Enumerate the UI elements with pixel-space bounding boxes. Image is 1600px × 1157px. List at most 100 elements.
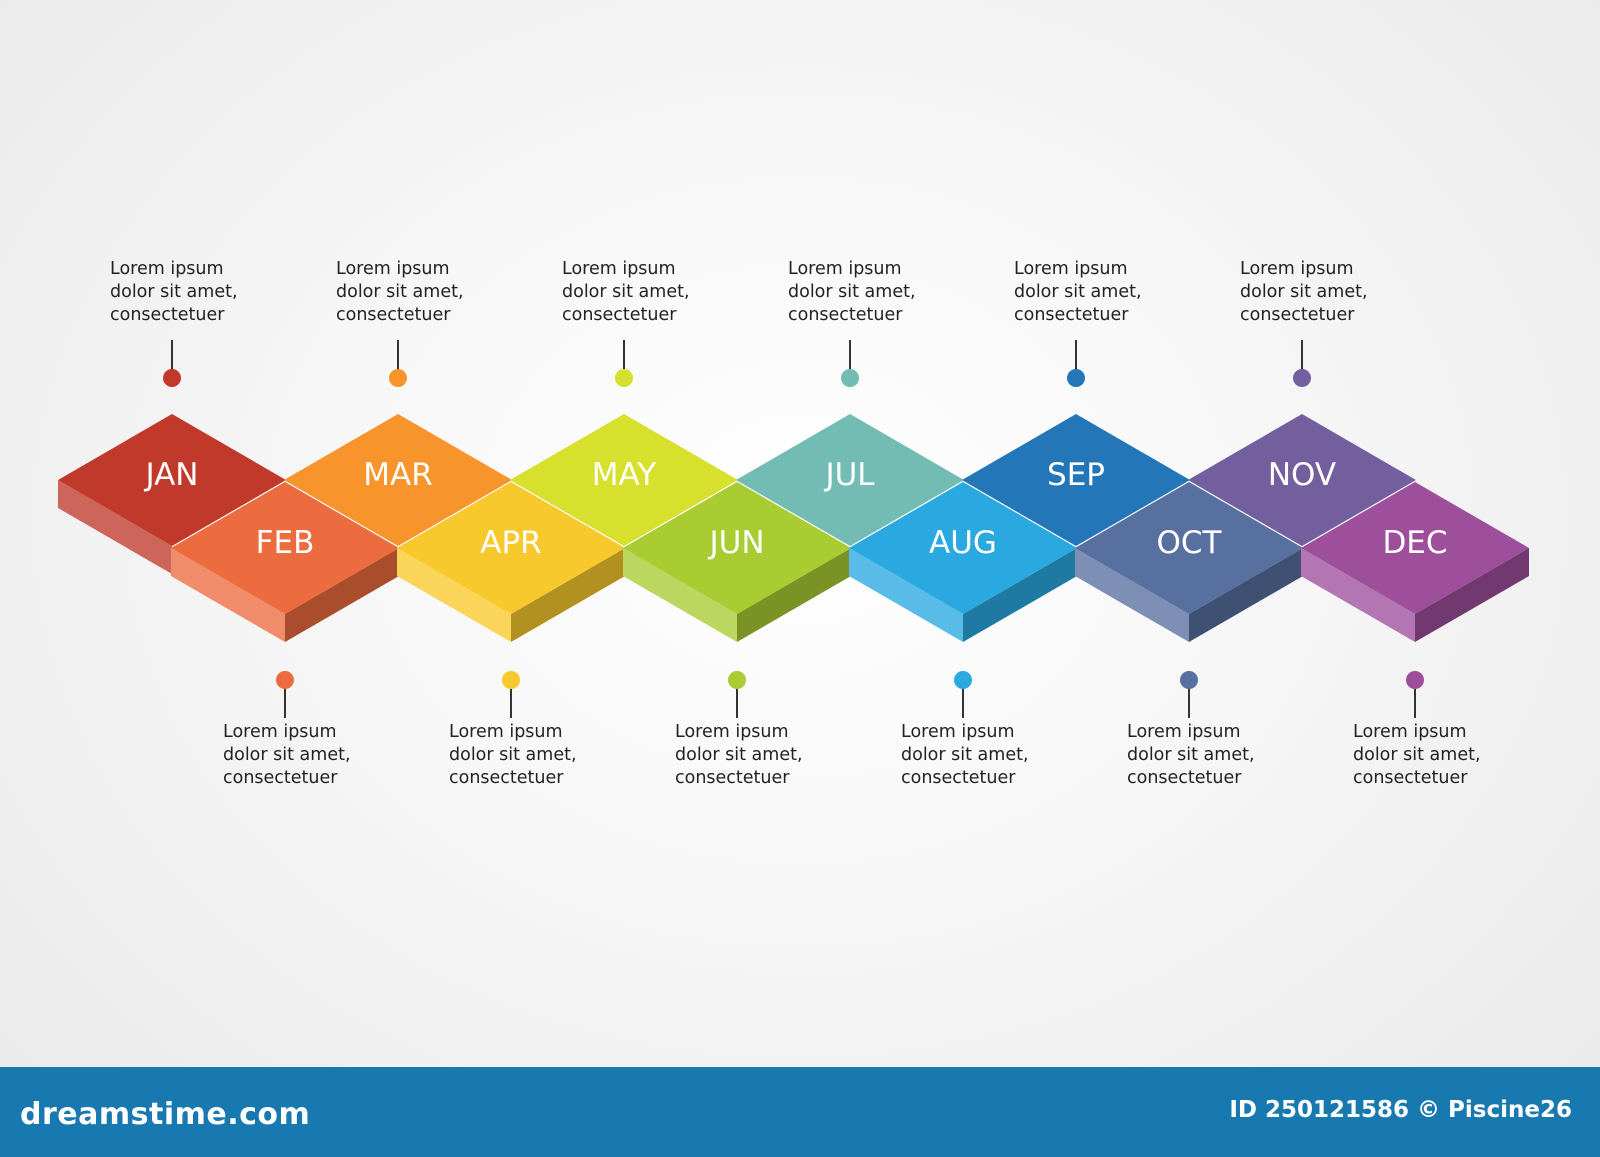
month-description-nov: Lorem ipsum dolor sit amet, consectetuer <box>1240 258 1430 327</box>
month-tile-dec <box>1301 482 1529 614</box>
month-pin-jun <box>728 671 746 718</box>
month-description-sep: Lorem ipsum dolor sit amet, consectetuer <box>1014 258 1204 327</box>
description-line: dolor sit amet, <box>1127 745 1255 765</box>
description-line: consectetuer <box>110 305 225 325</box>
description-line: Lorem ipsum <box>110 259 224 279</box>
month-side-left-feb <box>171 548 285 642</box>
month-label-oct: OCT <box>1157 525 1223 561</box>
month-block-jan: JAN <box>58 414 286 574</box>
month-side-right-aug <box>963 548 1077 642</box>
description-line: consectetuer <box>1240 305 1355 325</box>
description-line: Lorem ipsum <box>1127 722 1241 742</box>
description-line: consectetuer <box>562 305 677 325</box>
month-pin-aug <box>954 671 972 718</box>
description-line: dolor sit amet, <box>675 745 803 765</box>
description-line: Lorem ipsum <box>675 722 789 742</box>
month-pin-oct <box>1180 671 1198 718</box>
month-block-may: MAY <box>510 414 738 546</box>
month-label-aug: AUG <box>929 525 997 561</box>
month-side-left-apr <box>397 548 511 642</box>
month-side-right-jun <box>737 548 851 642</box>
month-side-left-oct <box>1075 548 1189 642</box>
month-side-right-oct <box>1189 548 1303 642</box>
month-tile-mar <box>284 414 512 546</box>
description-line: Lorem ipsum <box>901 722 1015 742</box>
description-line: consectetuer <box>1353 768 1468 788</box>
description-line: consectetuer <box>788 305 903 325</box>
description-line: dolor sit amet, <box>1353 745 1481 765</box>
description-line: dolor sit amet, <box>223 745 351 765</box>
month-block-nov: NOV <box>1188 414 1416 546</box>
month-pin-jan <box>163 340 181 387</box>
month-label-dec: DEC <box>1382 525 1447 561</box>
month-label-mar: MAR <box>363 457 433 493</box>
description-line: Lorem ipsum <box>449 722 563 742</box>
month-label-apr: APR <box>480 525 541 561</box>
month-tile-jul <box>736 414 964 546</box>
month-description-dec: Lorem ipsum dolor sit amet, consectetuer <box>1353 721 1543 790</box>
month-side-right-dec <box>1415 548 1529 642</box>
month-label-jun: JUN <box>707 525 764 561</box>
description-line: dolor sit amet, <box>562 282 690 302</box>
month-description-feb: Lorem ipsum dolor sit amet, consectetuer <box>223 721 413 790</box>
month-block-oct: OCT <box>1075 482 1303 642</box>
brand-logo: dreamstime.com <box>20 1097 311 1132</box>
month-label-may: MAY <box>592 457 657 493</box>
month-side-right-feb <box>285 548 399 642</box>
month-tile-sep <box>962 414 1190 546</box>
month-description-aug: Lorem ipsum dolor sit amet, consectetuer <box>901 721 1091 790</box>
description-line: Lorem ipsum <box>1240 259 1354 279</box>
month-side-left-jan <box>58 480 172 574</box>
month-side-left-aug <box>849 548 963 642</box>
month-pin-jul <box>841 340 859 387</box>
description-line: dolor sit amet, <box>788 282 916 302</box>
month-block-sep: SEP <box>962 414 1190 546</box>
month-tile-jan <box>58 414 286 546</box>
month-side-left-dec <box>1301 548 1415 642</box>
month-side-left-jun <box>623 548 737 642</box>
month-block-apr: APR <box>397 482 625 642</box>
month-pin-nov <box>1293 340 1311 387</box>
month-label-nov: NOV <box>1268 457 1336 493</box>
description-line: Lorem ipsum <box>223 722 337 742</box>
month-pin-dec <box>1406 671 1424 718</box>
month-label-feb: FEB <box>256 525 315 561</box>
month-block-jul: JUL <box>736 414 964 546</box>
description-line: consectetuer <box>1014 305 1129 325</box>
month-pin-feb <box>276 671 294 718</box>
description-line: dolor sit amet, <box>901 745 1029 765</box>
month-block-aug: AUG <box>849 482 1077 642</box>
description-line: consectetuer <box>675 768 790 788</box>
description-line: consectetuer <box>901 768 1016 788</box>
month-block-feb: FEB <box>171 482 399 642</box>
description-line: consectetuer <box>449 768 564 788</box>
description-line: dolor sit amet, <box>336 282 464 302</box>
month-description-jun: Lorem ipsum dolor sit amet, consectetuer <box>675 721 865 790</box>
footer-bar: dreamstime.com ID 250121586 © Piscine26 <box>0 1067 1600 1157</box>
month-side-right-apr <box>511 548 625 642</box>
month-block-jun: JUN <box>623 482 851 642</box>
description-line: Lorem ipsum <box>1014 259 1128 279</box>
description-line: consectetuer <box>223 768 338 788</box>
month-pin-may <box>615 340 633 387</box>
description-line: dolor sit amet, <box>1240 282 1368 302</box>
description-line: Lorem ipsum <box>1353 722 1467 742</box>
month-tile-jun <box>623 482 851 614</box>
month-tile-apr <box>397 482 625 614</box>
description-line: consectetuer <box>1127 768 1242 788</box>
month-description-jul: Lorem ipsum dolor sit amet, consectetuer <box>788 258 978 327</box>
month-label-jul: JUL <box>823 457 875 493</box>
timeline-pins <box>163 340 1424 718</box>
month-label-jan: JAN <box>144 457 199 493</box>
description-line: Lorem ipsum <box>788 259 902 279</box>
month-block-dec: DEC <box>1301 482 1529 642</box>
month-pin-mar <box>389 340 407 387</box>
month-description-oct: Lorem ipsum dolor sit amet, consectetuer <box>1127 721 1317 790</box>
description-line: dolor sit amet, <box>1014 282 1142 302</box>
